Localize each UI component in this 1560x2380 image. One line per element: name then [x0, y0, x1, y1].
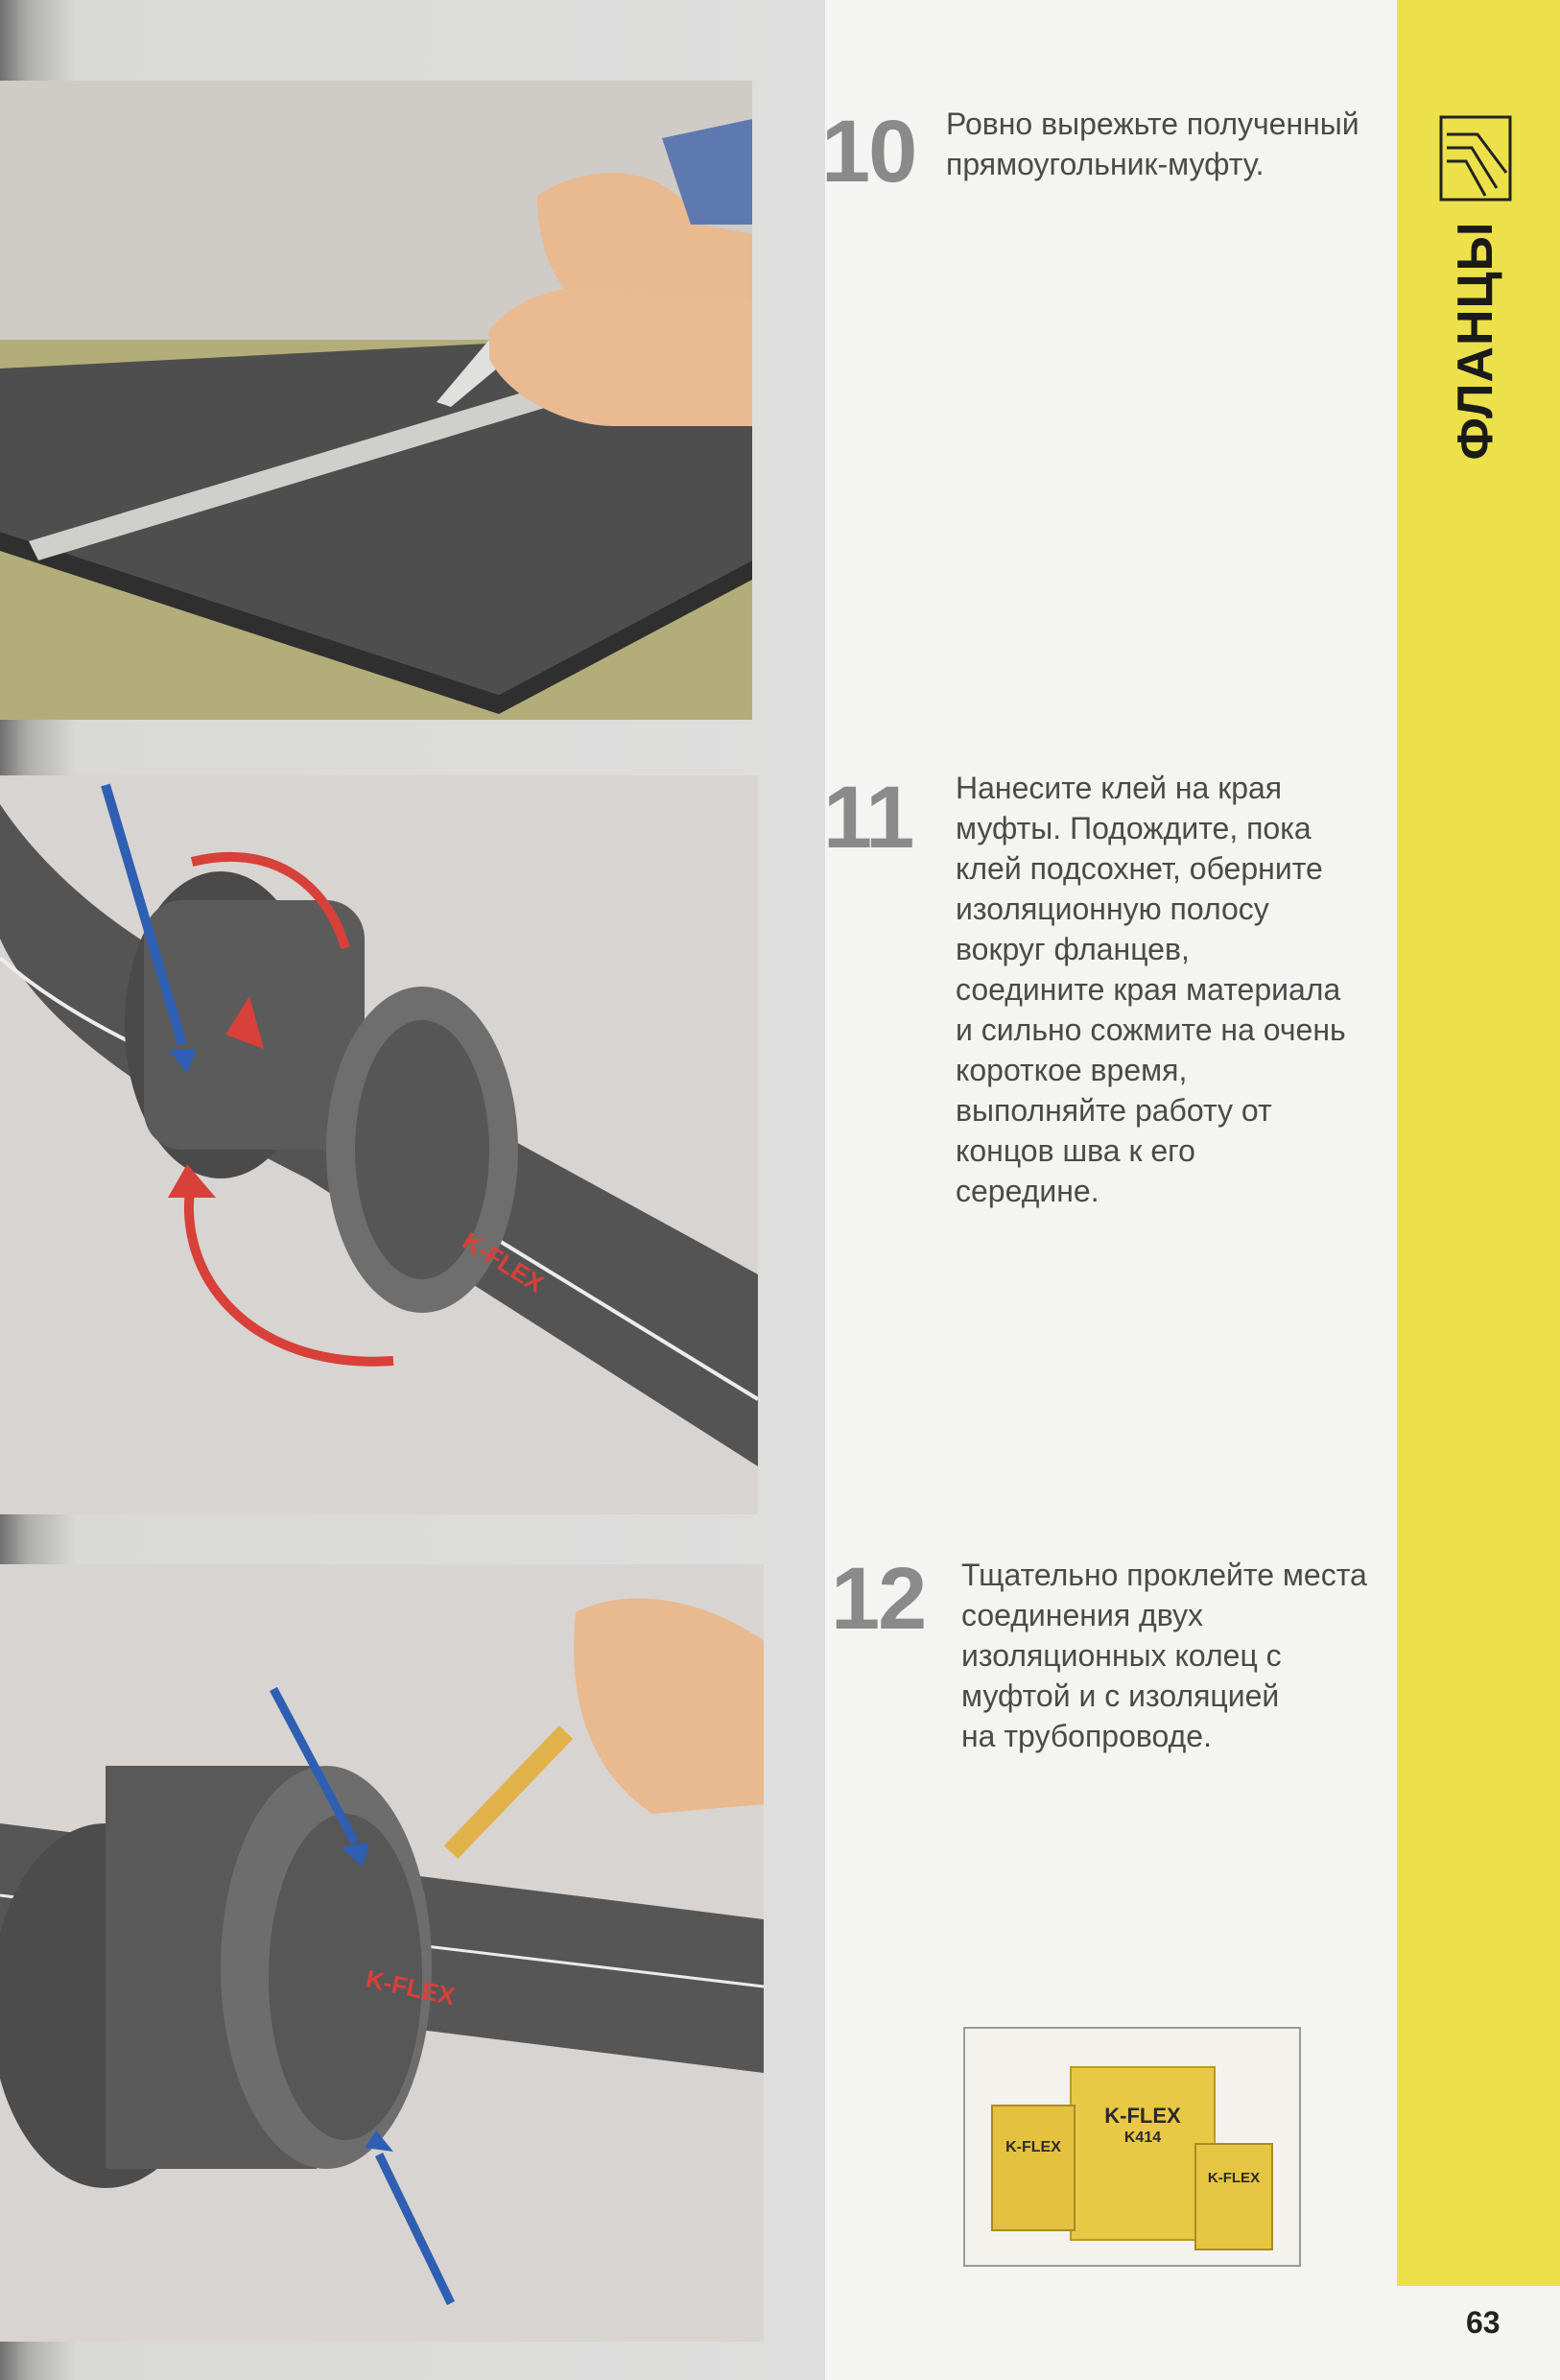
- section-title: ФЛАНЦЫ: [1418, 221, 1533, 461]
- insulation-sheet: [0, 330, 752, 695]
- step-number-11: 11: [823, 769, 914, 867]
- product-brand-left: K-FLEX: [1005, 2139, 1061, 2155]
- product-can-large: [1070, 2066, 1216, 2241]
- step-number-12: 12: [831, 1550, 927, 1648]
- step-text-12: Тщательно проклейте места соединения дву…: [961, 1558, 1367, 1753]
- page-number: 63: [1466, 2305, 1501, 2340]
- product-brand-large: K-FLEX: [1104, 2104, 1181, 2128]
- hand-lower: [489, 286, 752, 426]
- step-text-10: Ровно вырежьте полученный прямоугольник-…: [946, 107, 1359, 181]
- product-can-right: [1194, 2143, 1273, 2250]
- section-title-text: ФЛАНЦЫ: [1448, 221, 1503, 461]
- product-photo: K-FLEX K414 K-FLEX K-FLEX: [963, 2027, 1301, 2267]
- product-brand-right: K-FLEX: [1208, 2170, 1260, 2186]
- illustration-step-11: K-FLEX: [0, 775, 758, 1514]
- step-number-10: 10: [821, 103, 917, 201]
- illustration-step-10: [0, 81, 752, 720]
- flange-logo-icon: [1439, 115, 1512, 202]
- hand-with-brush: [574, 1598, 764, 1814]
- section-band: [1397, 0, 1560, 2286]
- product-model-large: K414: [1124, 2130, 1161, 2146]
- illustration-step-12: K-FLEX: [0, 1564, 764, 2342]
- product-can-left: [991, 2105, 1075, 2231]
- step-text-11: Нанесите клей на края муфты. Подождите, …: [956, 771, 1346, 1208]
